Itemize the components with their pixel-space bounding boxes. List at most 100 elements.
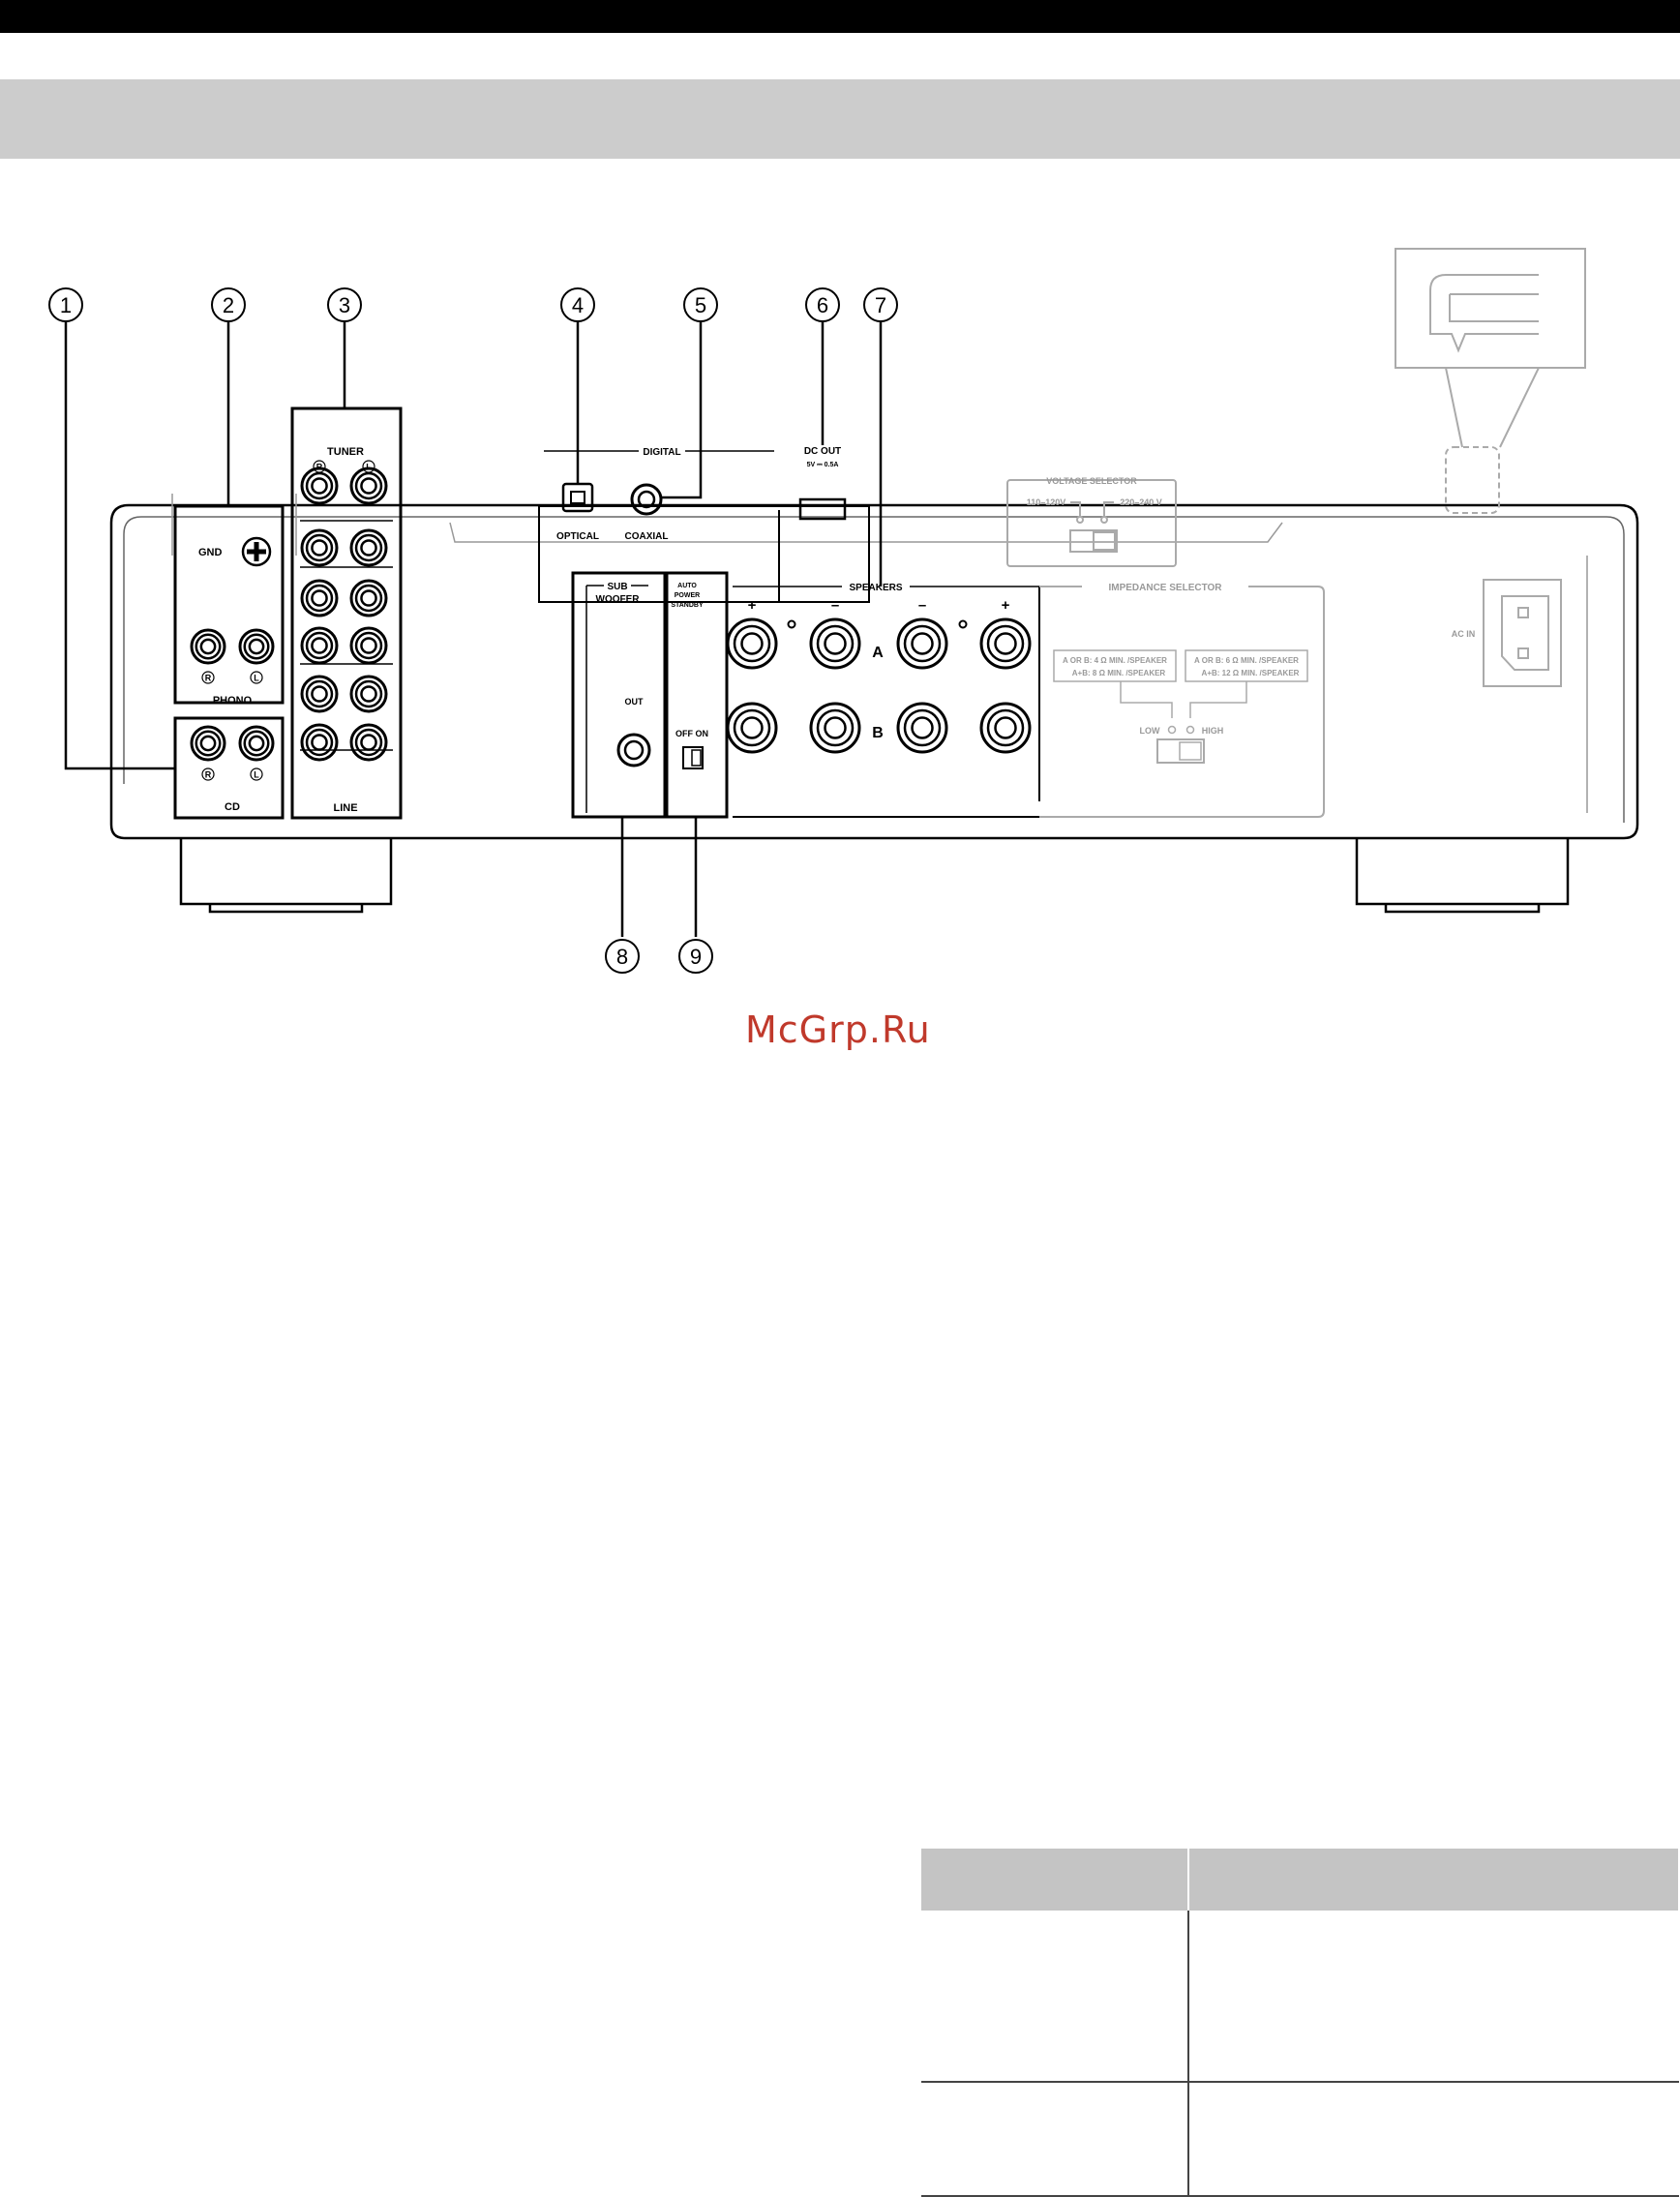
watermark: McGrp.Ru [745, 1008, 931, 1051]
auto-standby-label-1: AUTO [677, 583, 697, 589]
voltage-low-label: 110–120V [1027, 497, 1066, 507]
cd-label: CD [225, 801, 240, 813]
jack-icon [349, 579, 388, 617]
impedance-high-spec-2: A+B: 12 Ω MIN. /SPEAKER [1202, 669, 1300, 677]
channel-letter: L [366, 463, 372, 472]
jack-icon [238, 628, 275, 665]
dc-out-rating: 5V ⎓ 0.5A [807, 462, 839, 468]
channel-letter: R [316, 463, 323, 472]
callout-digit: 3 [339, 293, 350, 317]
callout-marker: ⑧8 [605, 939, 640, 975]
impedance-low-spec-1: A OR B: 4 Ω MIN. /SPEAKER [1063, 656, 1167, 665]
callout-marker: ②2 [211, 287, 246, 323]
channel-mark: R [201, 671, 215, 684]
ac-in-label: AC IN [1452, 629, 1476, 639]
jack-icon [349, 626, 388, 665]
callout-marker: ③3 [327, 287, 362, 323]
jack-icon [300, 579, 339, 617]
dc-out-label: DC OUT [804, 446, 841, 457]
speaker-l-plus: + [1002, 597, 1010, 614]
channel-letter: L [254, 674, 259, 683]
table-cell [1188, 2082, 1679, 2197]
jack-icon [726, 617, 778, 670]
speaker-b-label: B [872, 725, 884, 741]
callout-number: ⑤ [688, 289, 714, 323]
callout-marker: ⑨9 [678, 939, 713, 975]
header-bar [0, 0, 1680, 33]
callout-marker: ④4 [560, 287, 595, 323]
voltage-high-label: 220–240 V [1120, 497, 1162, 507]
speaker-r-minus: – [831, 597, 839, 614]
auto-standby-label-2: POWER [675, 592, 700, 599]
channel-mark: L [250, 671, 263, 684]
impedance-selector-label: IMPEDANCE SELECTOR [1108, 583, 1222, 593]
jack-icon [300, 466, 339, 505]
channel-letter: R [205, 674, 212, 683]
callout-marker: ①1 [48, 287, 83, 323]
callout-number: ③ [332, 289, 358, 323]
jack-icon [349, 528, 388, 567]
callout-digit: 1 [60, 293, 72, 317]
line-label: LINE [333, 802, 357, 814]
subwoofer-label-1: SUB [607, 582, 627, 592]
jack-icon [979, 702, 1032, 754]
callout-digit: 5 [695, 293, 706, 317]
phono-label: PHONO [213, 695, 253, 707]
channel-mark: R [313, 460, 326, 473]
jack-icon [349, 723, 388, 762]
jack-icon [300, 626, 339, 665]
impedance-low-label: LOW [1140, 726, 1160, 736]
table-header-1 [921, 1849, 1189, 1911]
jack-icon [809, 702, 861, 754]
gnd-label: GND [198, 547, 223, 558]
callout-marker: ⑦7 [863, 287, 898, 323]
jack-icon [726, 702, 778, 754]
callout-number: ⑧ [610, 941, 636, 975]
table-cell [921, 1911, 1189, 2083]
callout-number: ⑦ [868, 289, 894, 323]
jack-icon [300, 723, 339, 762]
channel-mark: L [362, 460, 375, 473]
speaker-r-plus: + [748, 597, 757, 614]
jack-icon [349, 675, 388, 713]
table-cell [1188, 1911, 1679, 2083]
callout-digit: 9 [690, 945, 702, 969]
spec-table [921, 1849, 1680, 2197]
jack-icon [300, 675, 339, 713]
subwoofer-label-2: WOOFER [596, 594, 641, 605]
table-header-2 [1188, 1849, 1680, 1911]
jack-icon [349, 466, 388, 505]
callout-digit: 6 [817, 293, 828, 317]
voltage-selector-label: VOLTAGE SELECTOR [1046, 476, 1137, 486]
optical-label: OPTICAL [556, 531, 599, 542]
tuner-label: TUNER [327, 446, 364, 458]
jack-icon [896, 617, 948, 670]
jack-icon [896, 702, 948, 754]
callout-number: ⑥ [810, 289, 836, 323]
digital-label: DIGITAL [643, 447, 680, 458]
jack-icon [190, 725, 226, 762]
coaxial-label: COAXIAL [625, 531, 669, 542]
speaker-l-minus: – [918, 597, 926, 614]
off-on-label: OFF ON [675, 729, 708, 738]
callout-digit: 4 [572, 293, 584, 317]
jack-icon [238, 725, 275, 762]
speakers-label: SPEAKERS [849, 583, 902, 593]
auto-standby-label-3: STANDBY [671, 602, 704, 609]
speaker-a-label: A [872, 645, 884, 661]
section-heading-bar [0, 79, 1680, 159]
impedance-high-label: HIGH [1202, 726, 1224, 736]
callout-marker: ⑤5 [683, 287, 718, 323]
subwoofer-out-label: OUT [625, 697, 645, 707]
channel-letter: L [254, 770, 259, 780]
callout-digit: 7 [875, 293, 886, 317]
impedance-high-spec-1: A OR B: 6 Ω MIN. /SPEAKER [1194, 656, 1299, 665]
table-cell [921, 2082, 1189, 2197]
callout-digit: 2 [223, 293, 234, 317]
jack-icon [809, 617, 861, 670]
callout-marker: ⑥6 [805, 287, 840, 323]
callout-number: ② [216, 289, 242, 323]
callout-number: ⑨ [683, 941, 709, 975]
jack-icon [190, 628, 226, 665]
